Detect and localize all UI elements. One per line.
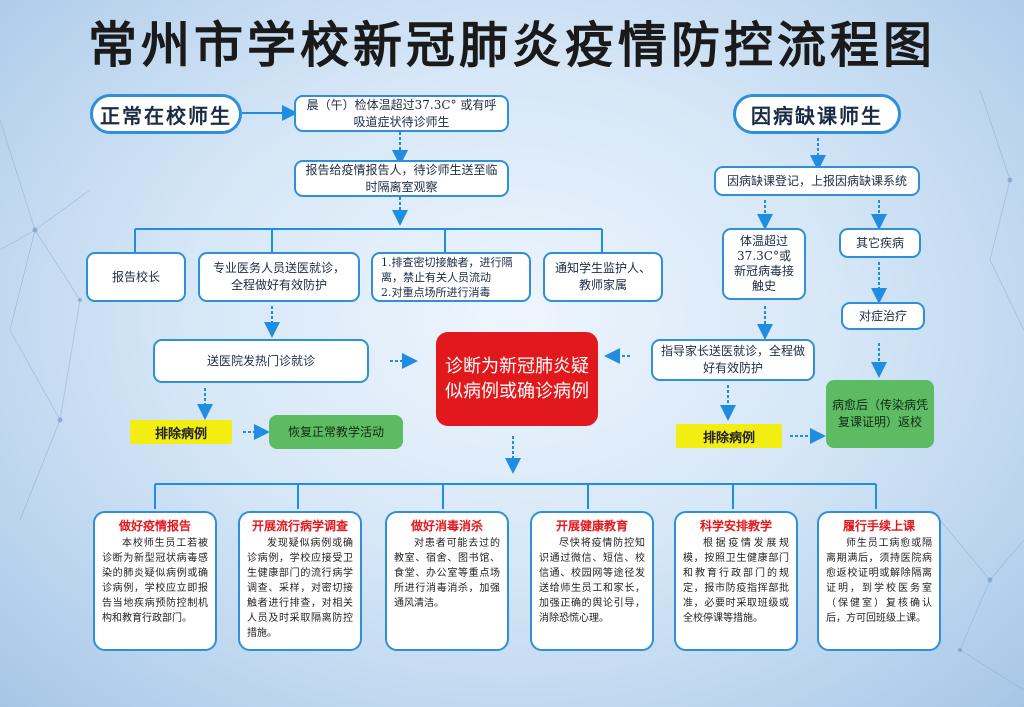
card-return-to-class: 履行手续上课 师生员工病愈或隔离期满后，须持医院病愈返校证明或解除隔离证明，到学… (817, 511, 941, 651)
card-epidemiological-survey: 开展流行病学调查 发现疑似病例或确诊病例，学校应接受卫生健康部门的流行病学调查、… (238, 511, 362, 651)
close-contacts-box: 1.排查密切接触者，进行隔离，禁止有关人员流动 2.对重点场所进行消毒 (371, 252, 531, 302)
report-principal-box: 报告校长 (86, 252, 186, 302)
absence-register-box: 因病缺课登记，上报因病缺课系统 (714, 166, 920, 196)
card-body: 本校师生员工若被诊断为新型冠状病毒感染的肺炎疑似病例或确诊病例，学校应立即报告当… (102, 538, 208, 624)
card-body: 师生员工病愈或隔离期满后，须持医院病愈返校证明或解除隔离证明，到学校医务室（保健… (826, 538, 932, 624)
report-observe-box: 报告给疫情报告人，待诊师生送至临时隔离室观察 (294, 160, 509, 197)
card-title: 开展健康教育 (555, 519, 628, 533)
sick-absence-pill: 因病缺课师生 (733, 94, 901, 134)
symptomatic-treatment-box: 对症治疗 (841, 302, 925, 330)
hospital-fever-clinic-box: 送医院发热门诊就诊 (153, 339, 369, 383)
resume-teaching-box: 恢复正常教学活动 (269, 415, 403, 449)
card-title: 做好消毒消杀 (410, 519, 483, 533)
card-title: 科学安排教学 (699, 519, 772, 533)
return-after-recovery-box: 病愈后（传染病凭复课证明）返校 (826, 380, 934, 448)
card-teaching-arrangement: 科学安排教学 根据疫情发展规模，按照卫生健康部门和教育行政部门的规定，报市防疫指… (674, 511, 798, 651)
card-body: 发现疑似病例或确诊病例，学校应接受卫生健康部门的流行病学调查、采样，对密切接触者… (247, 538, 353, 639)
card-title: 做好疫情报告 (118, 519, 191, 533)
parent-escort-box: 指导家长送医就诊，全程做好有效防护 (651, 339, 815, 381)
diagnosis-box: 诊断为新冠肺炎疑似病例或确诊病例 (436, 332, 598, 426)
normal-students-teachers-pill: 正常在校师生 (90, 94, 242, 134)
card-disinfection: 做好消毒消杀 对患者可能去过的教室、宿舍、图书馆、食堂、办公室等重点场所进行消毒… (385, 511, 509, 651)
card-epidemic-report: 做好疫情报告 本校师生员工若被诊断为新型冠状病毒感染的肺炎疑似病例或确诊病例，学… (93, 511, 217, 651)
card-body: 对患者可能去过的教室、宿舍、图书馆、食堂、办公室等重点场所进行消毒消杀，加强通风… (394, 538, 500, 609)
card-health-education: 开展健康教育 尽快将疫情防控知识通过微信、短信、校信通、校园网等途径发送给师生员… (530, 511, 654, 651)
exclude-case-right: 排除病例 (676, 424, 782, 448)
card-body: 根据疫情发展规模，按照卫生健康部门和教育行政部门的规定，报市防疫指挥部批准，必要… (683, 538, 789, 624)
exclude-case-left: 排除病例 (130, 420, 232, 444)
card-title: 履行手续上课 (842, 519, 915, 533)
notify-parents-box: 通知学生监护人、教师家属 (543, 252, 663, 302)
fever-history-box: 体温超过37.3C°或新冠病毒接触史 (722, 228, 806, 300)
medical-escort-box: 专业医务人员送医就诊，全程做好有效防护 (198, 252, 360, 302)
card-body: 尽快将疫情防控知识通过微信、短信、校信通、校园网等途径发送给师生员工和家长，加强… (539, 538, 645, 624)
other-disease-box: 其它疾病 (839, 228, 921, 258)
page-title: 常州市学校新冠肺炎疫情防控流程图 (87, 17, 936, 74)
card-title: 开展流行病学调查 (251, 519, 348, 533)
morning-check-box: 晨（午）检体温超过37.3C° 或有呼吸道症状待诊师生 (294, 95, 509, 132)
